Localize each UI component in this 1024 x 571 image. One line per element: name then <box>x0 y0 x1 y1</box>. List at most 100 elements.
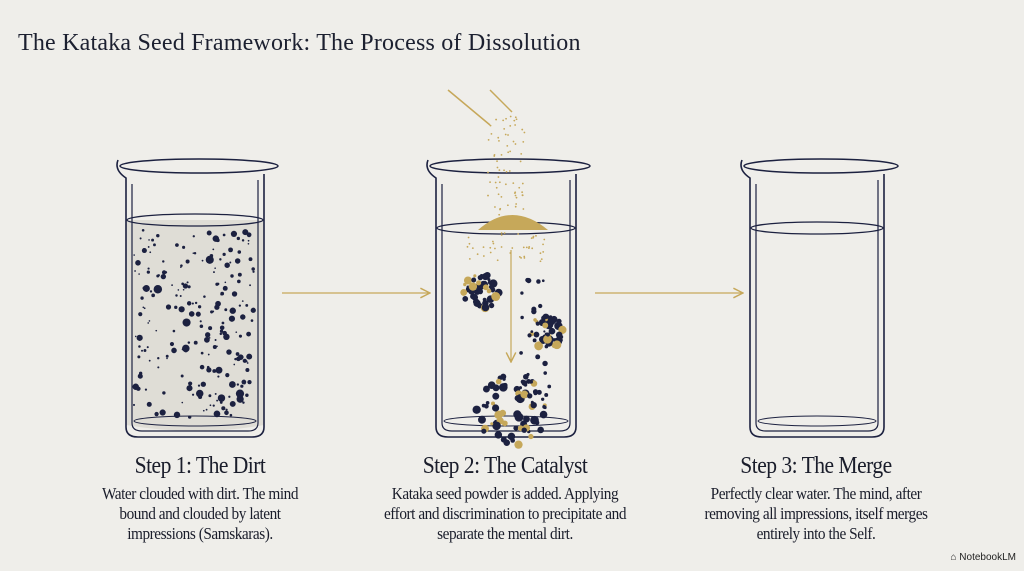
dirt-particle <box>181 348 184 351</box>
precipitate-particle <box>477 288 484 295</box>
powder-grain <box>494 247 496 250</box>
dirt-particle <box>169 341 175 347</box>
dirt-particle <box>224 410 229 416</box>
dirt-particle <box>246 353 253 360</box>
beaker-dirty <box>116 158 279 438</box>
powder-grain <box>467 236 470 239</box>
precipitate-particle <box>481 428 487 434</box>
precipitate-particle <box>463 276 472 285</box>
dirt-particle <box>241 239 245 242</box>
dirt-particle <box>151 238 155 242</box>
precipitate-particle <box>481 273 490 281</box>
dirt-particle <box>207 353 210 356</box>
powder-grain <box>530 237 533 240</box>
dirt-particle <box>237 272 242 277</box>
water-surface <box>126 213 264 227</box>
dirt-particle <box>186 281 189 284</box>
powder-grain <box>500 154 503 156</box>
dirt-particle <box>146 346 149 349</box>
precipitate-particle <box>542 405 546 409</box>
powder-grain <box>493 219 496 222</box>
dirt-particle <box>174 305 178 309</box>
dirt-particle <box>205 255 214 264</box>
dirt-particle <box>148 359 151 362</box>
powder-grain <box>521 194 524 197</box>
powder-grain <box>507 217 510 219</box>
powder-grain <box>539 260 542 263</box>
dirt-particle <box>545 332 550 337</box>
water-surface <box>750 221 884 235</box>
dirt-particle <box>137 355 141 359</box>
precipitate-particle <box>499 383 508 392</box>
precipitate-particle <box>514 440 523 449</box>
dirt-particle <box>192 235 195 238</box>
powder-grain <box>503 169 505 172</box>
beaker-clear <box>740 158 899 438</box>
dirt-particle <box>225 373 230 378</box>
dirt-particle <box>199 320 202 323</box>
powder-grain <box>542 243 544 246</box>
dirt-particle <box>214 392 217 395</box>
powder-grain <box>514 124 517 126</box>
dirt-particle <box>532 338 537 343</box>
precipitate-particle <box>460 289 468 296</box>
dirt-particle <box>171 284 173 286</box>
dirt-particle <box>171 347 177 354</box>
powder-grain <box>498 213 501 216</box>
dirt-particle <box>187 341 191 344</box>
dirt-particle <box>216 399 219 402</box>
dirt-particle <box>153 284 163 294</box>
dirt-particle <box>224 308 228 312</box>
powder-grain <box>506 144 509 147</box>
dirt-particle <box>526 379 531 384</box>
dirt-particle <box>541 279 545 283</box>
dirt-particle <box>235 389 245 398</box>
dirt-particle <box>154 411 159 417</box>
dirt-particle <box>162 391 166 395</box>
dirt-particle <box>199 364 205 370</box>
dirt-particle <box>238 304 241 307</box>
precipitate-particle <box>542 322 549 329</box>
dirt-particle <box>536 389 542 395</box>
powder-grain <box>519 219 522 222</box>
powder-grain <box>507 151 510 154</box>
precipitate-particle <box>492 384 500 392</box>
powder-grain <box>520 257 522 259</box>
notebooklm-brand: ⌂ NotebookLM <box>950 552 1016 563</box>
dirt-particle <box>224 262 230 268</box>
powder-grain <box>468 242 471 245</box>
powder-grain <box>506 204 509 207</box>
dirt-particle <box>239 335 242 338</box>
dirt-particle <box>182 288 185 291</box>
precipitate-particle <box>548 327 556 335</box>
precipitate-particle <box>530 401 537 409</box>
powder-grain <box>504 133 507 136</box>
beaker-inner-wall <box>755 180 879 432</box>
dirt-particle <box>175 294 178 297</box>
precipitate-particle <box>556 318 562 324</box>
beaker-rim <box>429 158 591 174</box>
dirt-particle <box>141 349 144 352</box>
dirt-particle <box>149 290 153 293</box>
dirt-particle <box>222 233 226 237</box>
dirt-particle <box>245 367 250 372</box>
precipitate-particle <box>539 410 548 419</box>
precipitate-particle <box>555 331 563 339</box>
dirt-particle <box>193 251 197 255</box>
dirt-particle <box>217 375 220 378</box>
step-1-text: Water clouded with dirt. The mind bound … <box>101 484 299 543</box>
dirt-particle <box>178 306 185 313</box>
dirt-particle <box>186 385 193 392</box>
precipitate-particle <box>541 397 545 401</box>
powder-grain <box>527 247 530 250</box>
precipitate-particle <box>535 321 540 326</box>
powder-grain <box>482 246 485 249</box>
dirt-particle <box>242 229 249 236</box>
powder-grain <box>523 255 526 258</box>
dirt-particle <box>222 285 228 291</box>
dirt-particle <box>162 260 165 263</box>
step-1-heading: Step 1: The Dirt <box>134 453 266 479</box>
dirt-particle <box>201 259 204 262</box>
dirt-particle <box>530 330 534 333</box>
dirt-particle <box>147 246 150 248</box>
